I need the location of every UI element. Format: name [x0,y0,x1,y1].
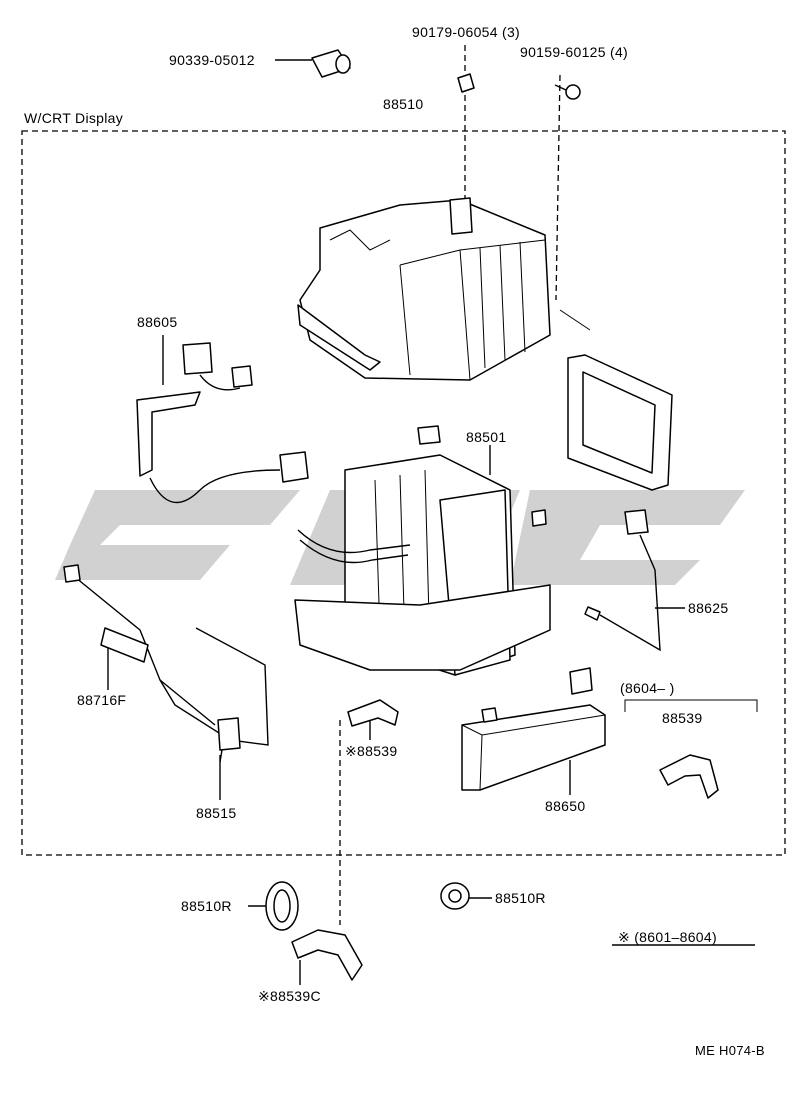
part-88650-amplifier [461,667,606,791]
part-88539-hose-star [347,699,399,727]
group-boundary-box [21,130,786,856]
label-88650: 88650 [545,798,586,814]
label-90159: 90159-60125 (4) [520,44,629,60]
label-88539-star: ※88539 [345,743,398,759]
part-88501-evaporator [294,425,551,676]
part-88716F-sensor [63,564,216,726]
part-88539-hose [659,754,719,799]
part-90179-clip [457,73,475,93]
part-90339-bushing [311,49,351,78]
part-88510R-grommet-right [440,882,470,910]
part-88625-sensor [584,509,661,652]
label-88501: 88501 [466,429,507,445]
part-88605-harness [136,342,309,504]
label-88510R-left: 88510R [181,898,232,914]
label-8604-range: (8604– ) [620,680,675,696]
label-88716F: 88716F [77,692,127,708]
part-88539C-hose [291,929,363,981]
footnote-range: ※ (8601–8604) [618,929,717,945]
label-90339: 90339-05012 [169,52,255,68]
label-88510: 88510 [383,96,424,112]
label-90179: 90179-06054 (3) [412,24,521,40]
label-88515: 88515 [196,805,237,821]
label-88605: 88605 [137,314,178,330]
label-88539: 88539 [662,710,703,726]
part-90159-screw [554,84,581,100]
label-88625: 88625 [688,600,729,616]
part-filter-frame [567,354,673,491]
drawing-code: ME H074-B [695,1043,765,1058]
group-label: W/CRT Display [24,110,124,126]
part-88510R-grommet-left [265,881,299,931]
label-88510R-right: 88510R [495,890,546,906]
label-88539C: ※88539C [258,988,321,1004]
part-88510-upper-case [297,197,551,381]
part-88515-cable [159,627,269,763]
